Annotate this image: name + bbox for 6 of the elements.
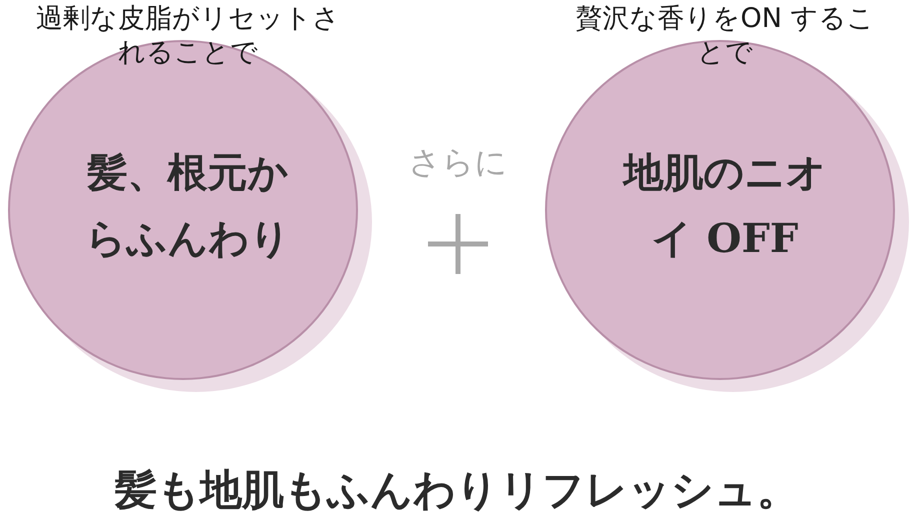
title: 髪も地肌もふんわりリフレッシュ。 [114,464,800,516]
heading-text: 贅沢な香りをON することで [574,2,876,70]
heading-text: 過剰な皮脂がリセットされることで [35,2,341,70]
circle-text: 髪、根元からふんわり [84,148,292,264]
circle-text: 地肌のニオイ OFF [621,148,828,264]
note-text: さらに [408,142,508,182]
